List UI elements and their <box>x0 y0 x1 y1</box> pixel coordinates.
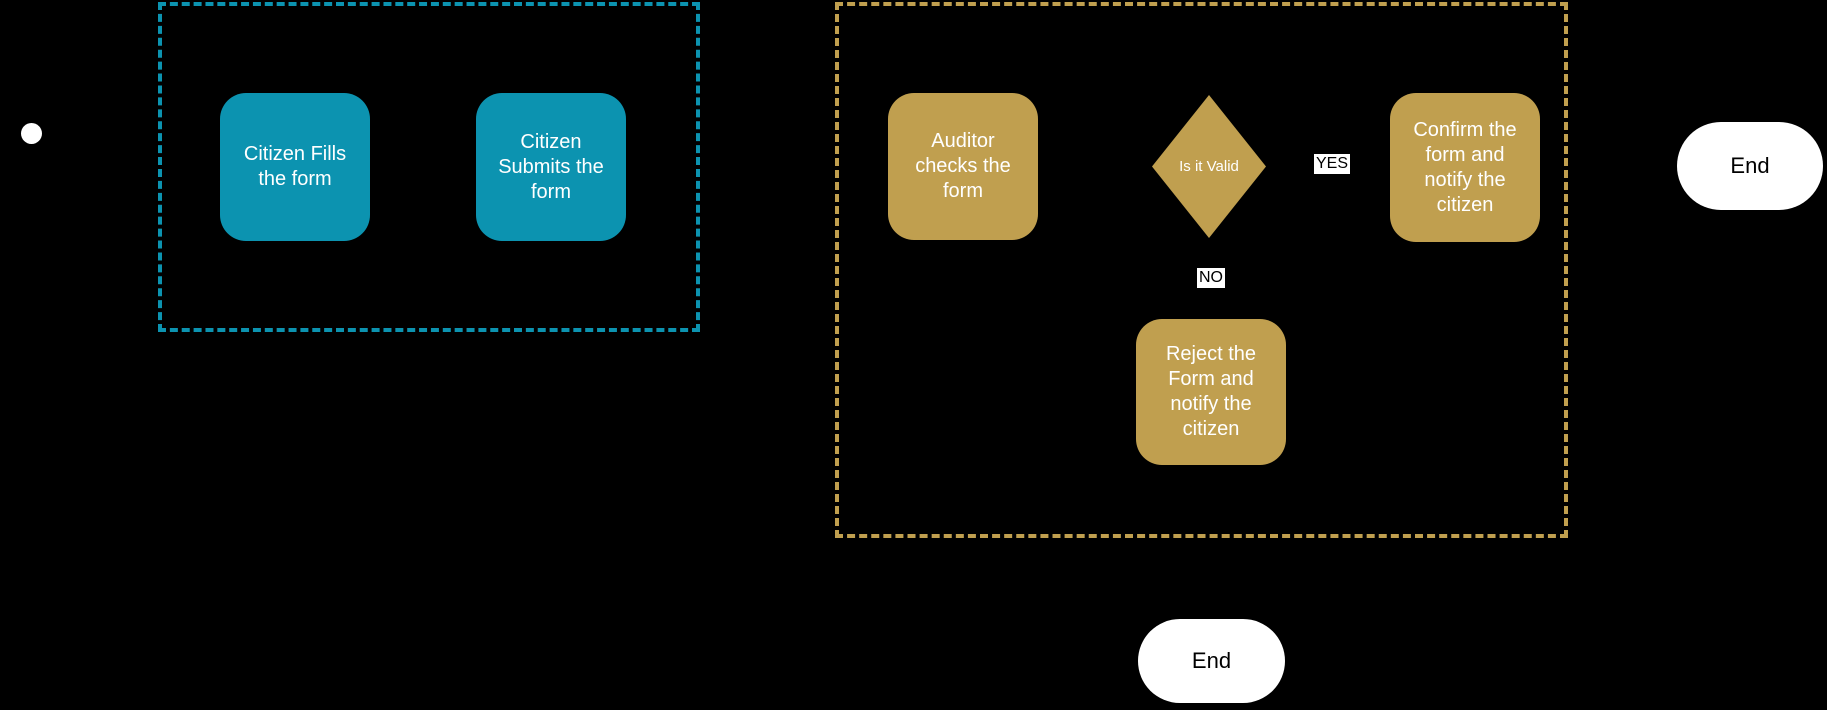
edge-label-yes: YES <box>1314 154 1351 174</box>
end-node-bottom[interactable]: End <box>1138 619 1285 703</box>
node-citizen-fills-form[interactable]: Citizen Fills the form <box>220 93 370 241</box>
node-label: Confirm the form and notify the citizen <box>1413 118 1517 216</box>
node-confirm-form[interactable]: Confirm the form and notify the citizen <box>1390 93 1540 242</box>
edge-label-no: NO <box>1197 268 1225 288</box>
node-label: Citizen Fills the form <box>243 143 347 190</box>
end-node-right[interactable]: End <box>1677 122 1823 210</box>
node-label: Citizen Submits the form <box>498 130 604 203</box>
citizen-group-container[interactable] <box>158 2 700 332</box>
start-node[interactable] <box>21 123 42 144</box>
auditor-group-container[interactable] <box>835 2 1568 538</box>
decision-label: Is it Valid <box>1179 157 1239 175</box>
node-auditor-checks-form[interactable]: Auditor checks the form <box>888 93 1038 240</box>
node-label: Auditor checks the form <box>915 130 1011 202</box>
node-reject-form[interactable]: Reject the Form and notify the citizen <box>1136 319 1286 465</box>
node-label: Reject the Form and notify the citizen <box>1165 343 1257 440</box>
end-label: End <box>1730 153 1770 178</box>
node-citizen-submits-form[interactable]: Citizen Submits the form <box>476 93 626 241</box>
end-label: End <box>1191 648 1232 673</box>
